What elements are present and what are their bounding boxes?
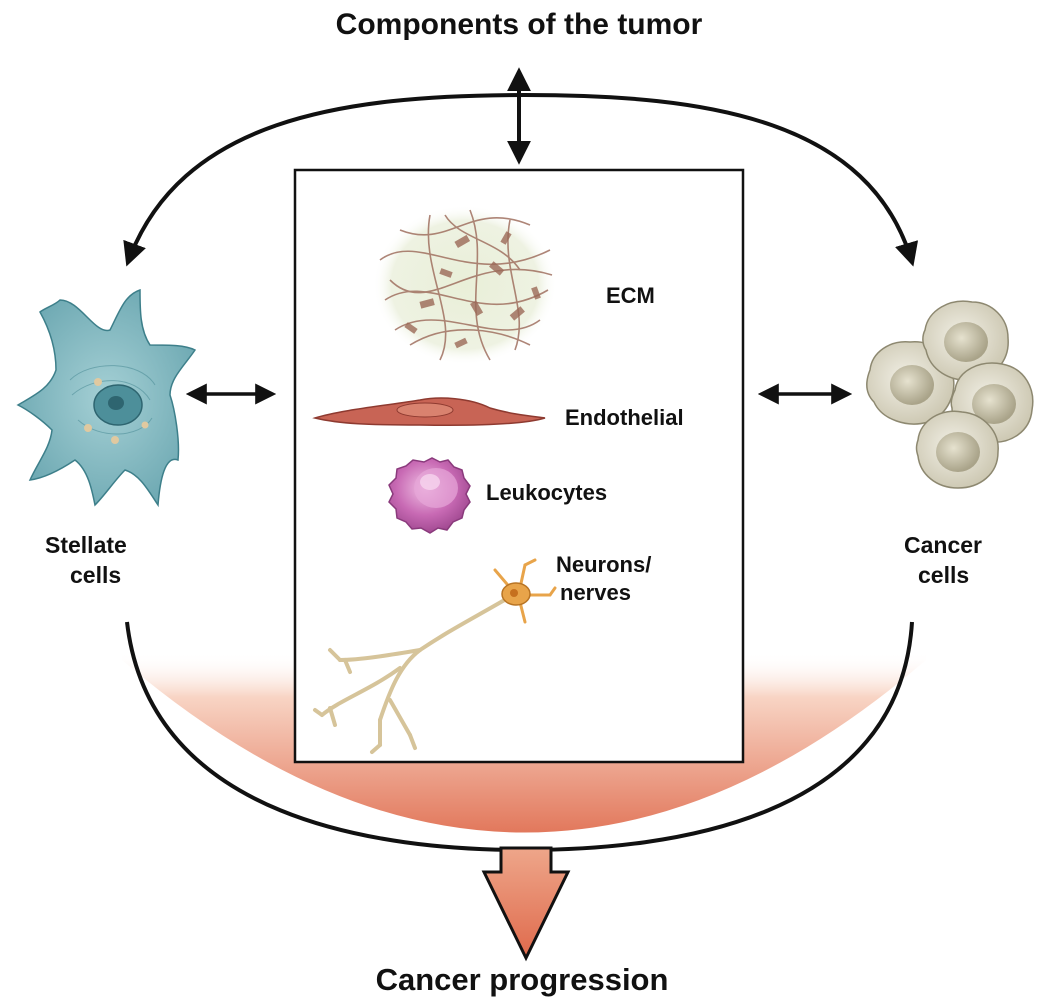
stellate-label-line1: Stellate <box>45 532 127 558</box>
leukocytes-label: Leukocytes <box>486 480 607 505</box>
cancer-cell-cluster <box>866 300 1034 489</box>
endothelial-cell <box>312 397 546 426</box>
cancer-progression-label: Cancer progression <box>376 962 669 997</box>
endothelial-label: Endothelial <box>565 405 684 430</box>
neurons-label-line1: Neurons/ <box>556 552 651 577</box>
leukocyte-cell <box>388 457 471 534</box>
neuron-cell <box>313 558 557 754</box>
ecm-label: ECM <box>606 283 655 308</box>
cancer-label-line2: cells <box>918 562 969 588</box>
progression-arrow <box>481 846 571 962</box>
neurons-label-line2: nerves <box>560 580 631 605</box>
stellate-cell <box>16 288 197 508</box>
cancer-label-line1: Cancer <box>904 532 982 558</box>
diagram-title: Components of the tumor <box>336 8 703 41</box>
cancer-cell <box>915 410 999 489</box>
ecm-illustration <box>373 205 557 365</box>
stellate-label-line2: cells <box>70 562 121 588</box>
